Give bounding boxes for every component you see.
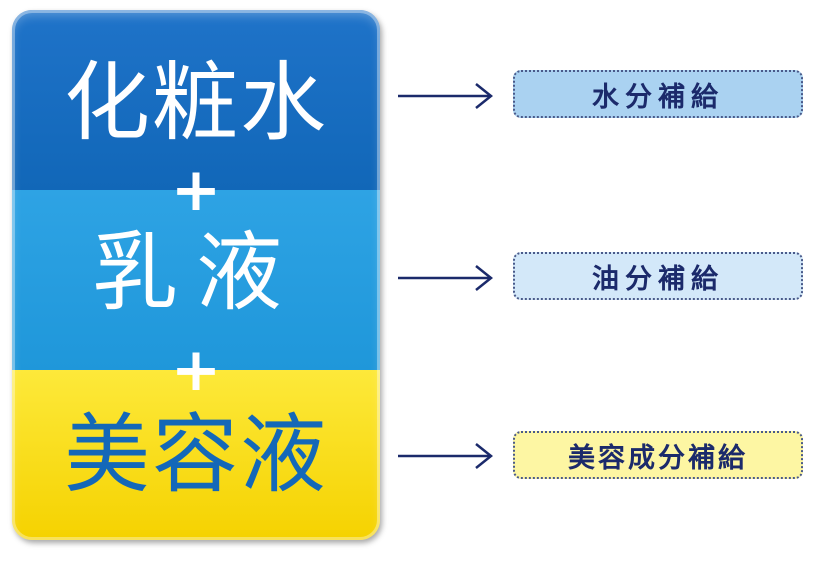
lotion-band xyxy=(12,10,380,190)
oil-benefit-tag: 油分補給 xyxy=(513,252,803,300)
beauty-ingredient-benefit-tag: 美容成分補給 xyxy=(513,431,803,479)
serum-label: 美容液 xyxy=(64,405,328,505)
hydration-benefit-tag: 水分補給 xyxy=(513,70,803,118)
milk-band xyxy=(12,190,380,370)
skincare-steps-stack: 化粧水 + 乳液 + 美容液 xyxy=(12,10,380,540)
serum-band xyxy=(12,370,380,540)
milk-label: 乳液 xyxy=(92,223,300,323)
plus-sign: + xyxy=(170,155,222,225)
arrow-right-icon xyxy=(398,443,494,469)
arrow-right-icon xyxy=(398,83,494,109)
plus-sign: + xyxy=(170,335,222,405)
arrow-right-icon xyxy=(398,265,494,291)
lotion-label: 化粧水 xyxy=(64,53,328,153)
